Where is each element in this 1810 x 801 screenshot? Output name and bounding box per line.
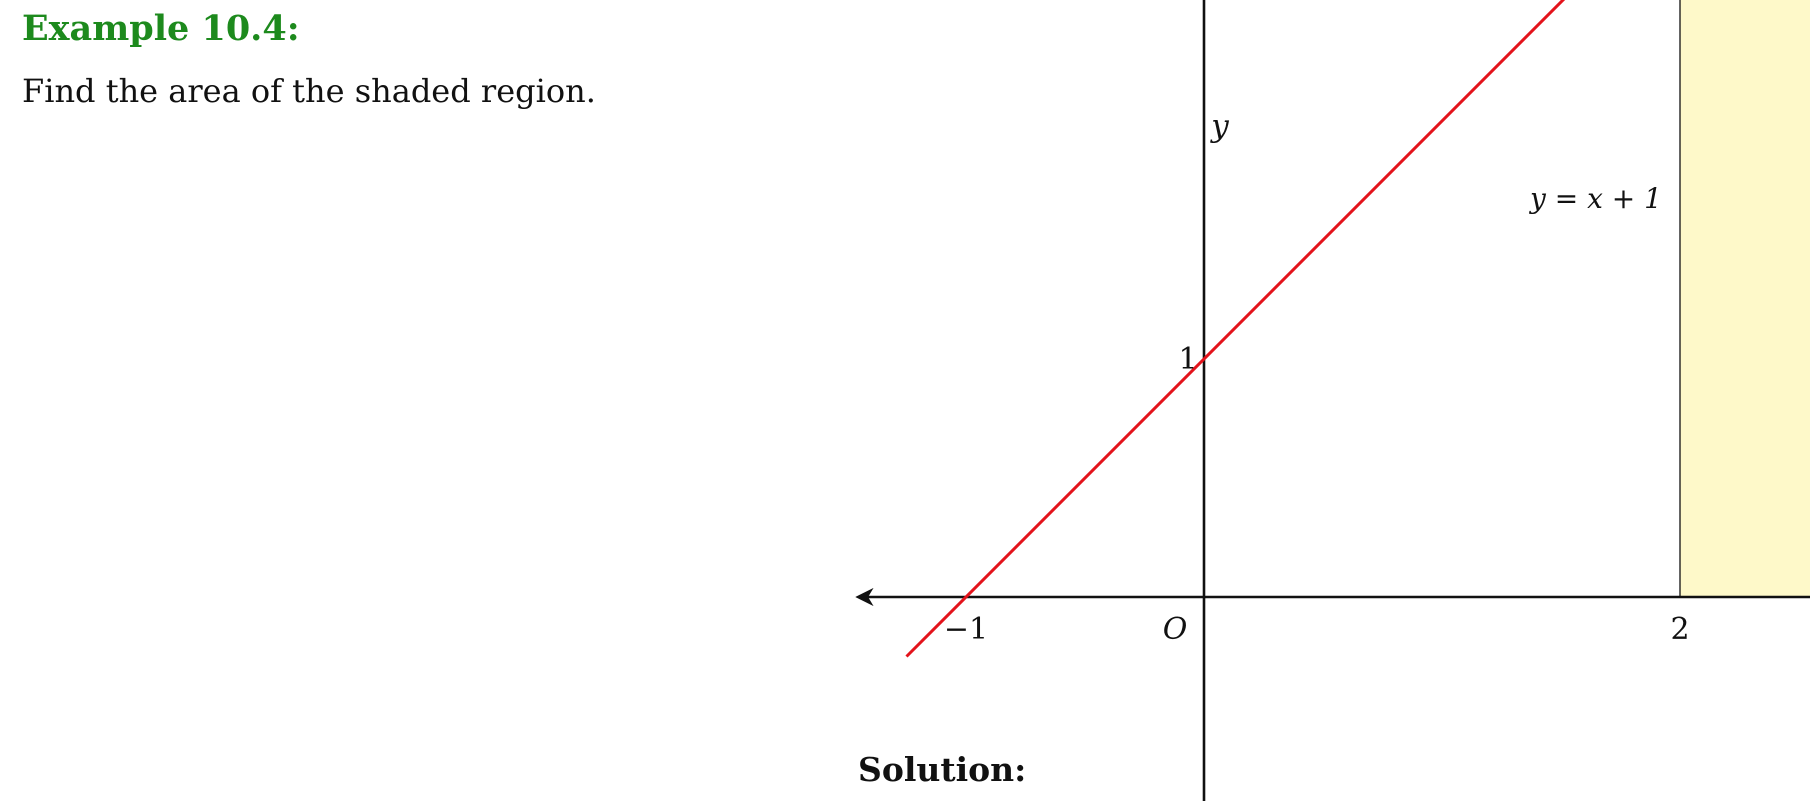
- origin-label: O: [1163, 612, 1188, 647]
- shaded-region: [1680, 0, 1810, 597]
- x-tick-label: 2: [1670, 612, 1689, 647]
- y-axis-label: y: [1209, 108, 1229, 144]
- example-title: Example 10.4:: [22, 8, 300, 49]
- x-tick-labels: −124: [944, 612, 1690, 647]
- solution-label: Solution:: [858, 750, 1027, 789]
- function-line: [905, 0, 1566, 658]
- y-tick-label: 1: [1178, 342, 1197, 377]
- function-label: y = x + 1: [1528, 182, 1662, 215]
- y-tick-labels: 1: [1178, 342, 1197, 377]
- question-text: Find the area of the shaded region.: [22, 72, 596, 110]
- x-tick-label: −1: [944, 612, 988, 647]
